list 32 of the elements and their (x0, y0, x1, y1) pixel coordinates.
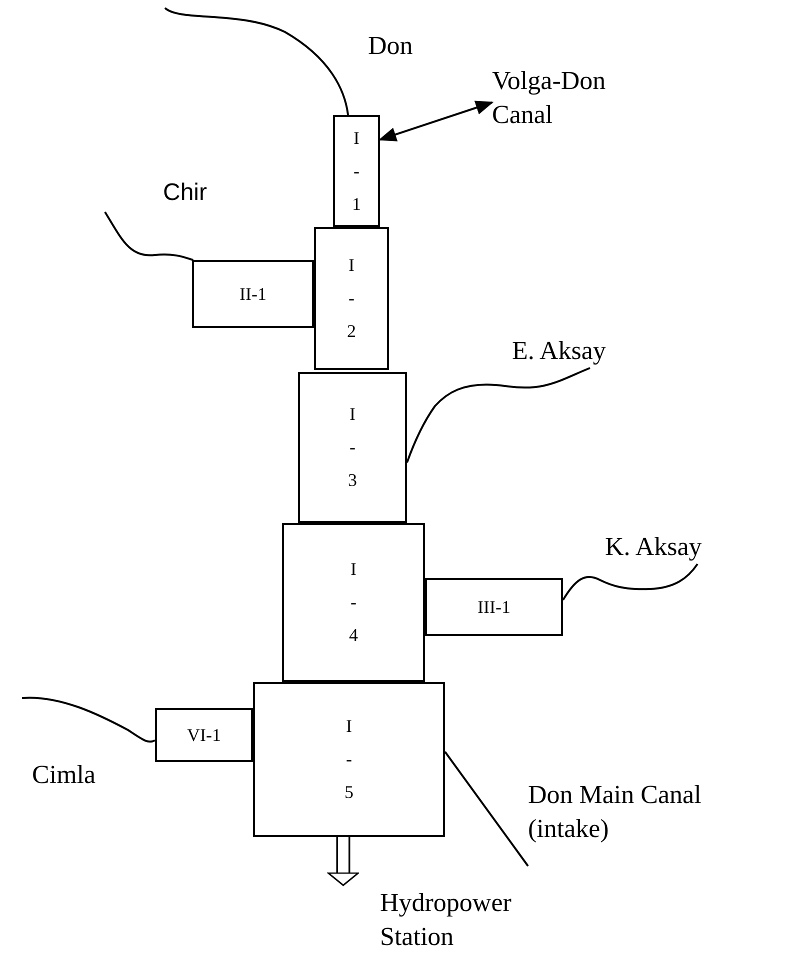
canal-label: Don Main Canal (intake) (528, 778, 773, 858)
reservoir-box (192, 260, 314, 328)
section-code: VI-1 (187, 724, 221, 746)
river-line (164, 7, 350, 116)
river-line (104, 211, 194, 261)
reservoir-box (333, 115, 380, 227)
reservoir-box (314, 227, 389, 370)
section-code: I - 5 (344, 715, 354, 804)
connector-line (406, 367, 590, 463)
river-line (22, 696, 156, 743)
section-code: I - 3 (347, 403, 358, 492)
section-code: III-1 (478, 596, 510, 618)
section-code: II-1 (240, 282, 266, 306)
hollow-arrow (328, 837, 359, 886)
canal-label: Hydropower Station (343, 886, 570, 964)
river-name: Chir (163, 178, 208, 208)
reservoir-box (425, 578, 563, 636)
reservoir-box (282, 523, 425, 682)
connector-line (444, 751, 529, 867)
section-code: I - 4 (348, 558, 359, 647)
river-name: Don (368, 30, 413, 62)
river-name: Cimla (32, 759, 96, 791)
section-code: I - 2 (346, 254, 357, 343)
canal-label: E. Aksay (512, 334, 632, 368)
canal-label: K. Aksay (605, 530, 730, 564)
connector-line (562, 563, 698, 601)
section-code: I - 1 (351, 126, 362, 216)
canal-label: Volga-Don Canal (492, 64, 642, 134)
reservoir-box (253, 682, 445, 837)
reservoir-box (155, 708, 253, 762)
reservoir-box (298, 372, 407, 523)
double-arrow (378, 100, 494, 142)
